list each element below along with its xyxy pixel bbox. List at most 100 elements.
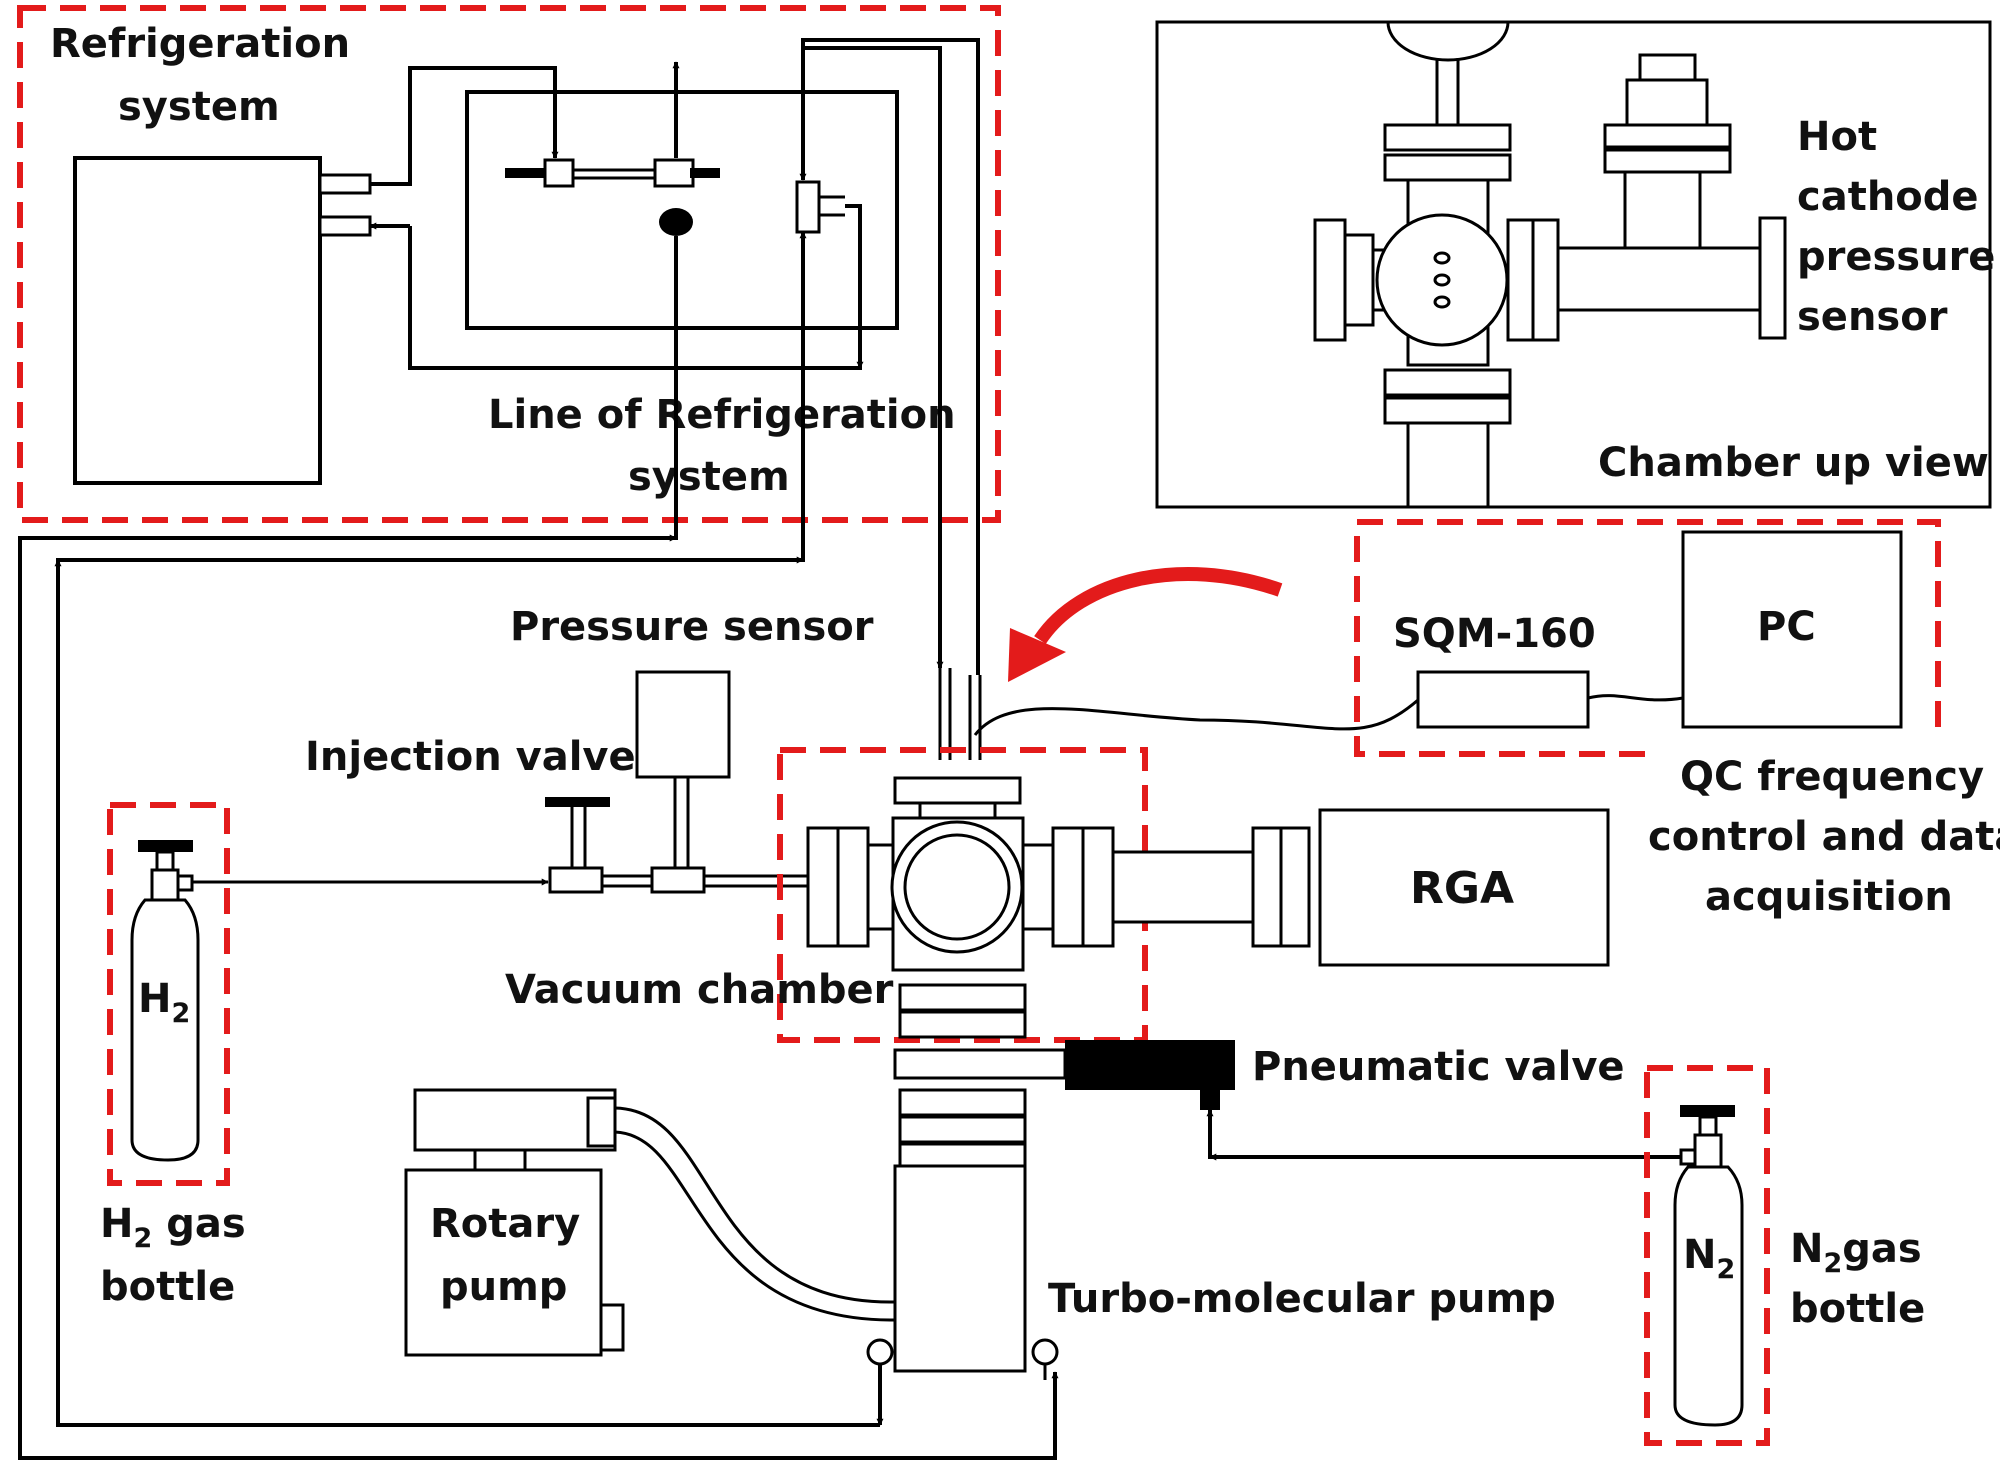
chamber-bottom-flange-1 [898, 983, 1027, 1012]
vacuum-chamber-group: RGA Vacuum chamber [505, 747, 1610, 1043]
rga-flange-2 [1279, 826, 1311, 948]
line-of-refrigeration-label-2: system [628, 454, 790, 500]
refrigeration-label-1: Refrigeration [50, 21, 350, 67]
chamber-left-flange-1 [806, 826, 840, 948]
inset-flange-top-1 [1383, 123, 1512, 152]
turbo-flange-3 [898, 1142, 1027, 1168]
manifold-valve-knob [659, 208, 693, 236]
inset-flange-right-1 [1506, 218, 1535, 342]
n2-valve-body [1693, 1133, 1723, 1169]
rga-box [1318, 808, 1610, 967]
turbo-cooling-port-left [866, 1338, 894, 1366]
qc-label-3: acquisition [1705, 874, 1953, 920]
sqm-cable [973, 698, 1419, 736]
qc-frequency-group: SQM-160 PC QC frequency control and data… [973, 519, 2000, 920]
chamber-viewport-inner [903, 833, 1011, 941]
refrigeration-group: Refrigeration system Line of Refrigerati… [17, 5, 1001, 523]
n2-bottle-mark: N2 [1683, 1232, 1735, 1285]
chamber-bottom-flange-2 [898, 1010, 1027, 1039]
foreline-inner [614, 1130, 896, 1322]
h2-gas-bottle-label-2: bottle [100, 1264, 235, 1310]
n2-bottle-group: N2 N2gas bottle [1644, 1065, 1925, 1446]
refrigeration-unit [73, 156, 322, 485]
h2-bottle-group: H2 H2 gas bottle [100, 802, 246, 1310]
h2-bottle-body [130, 898, 200, 1162]
inset-frame [1155, 20, 1992, 509]
pc-label: PC [1757, 604, 1816, 650]
manifold-valve-1 [543, 158, 575, 188]
line-of-refrigeration-label-1: Line of Refrigeration [488, 392, 956, 438]
n2-valve-handle [1680, 1105, 1735, 1117]
inset-flange-far-right [1758, 216, 1787, 340]
chamber-up-view-inset: Hot cathode pressure sensor Chamber up v… [1155, 20, 1995, 509]
pressure-sensor-label: Pressure sensor [510, 604, 874, 650]
sqm-160-box [1416, 670, 1590, 729]
turbo-pump-group: Turbo-molecular pump [866, 1088, 1556, 1380]
rga-label: RGA [1410, 863, 1514, 914]
inset-flange-bottom-1 [1383, 368, 1512, 397]
rotary-motor [413, 1088, 617, 1152]
h2-bottle-mark: H2 [138, 976, 190, 1029]
manifold-tee [795, 180, 821, 234]
chamber-right-flange-2 [1081, 826, 1115, 948]
h2-valve-body [150, 868, 180, 902]
sensor-flange-1 [1603, 123, 1732, 149]
hot-cathode-label-3: pressure [1797, 234, 1995, 280]
vacuum-chamber-label: Vacuum chamber [505, 967, 894, 1013]
refrigeration-dashed-frame [17, 5, 1001, 523]
chamber-right-flange-1 [1051, 826, 1085, 948]
inset-flange-bottom-2 [1383, 396, 1512, 425]
injection-valve-body [548, 866, 604, 894]
rotary-pump-group: Rotary pump [404, 1088, 896, 1357]
refrig-port-out [318, 173, 372, 195]
n2-gas-bottle-label-1: N2gas [1790, 1226, 1922, 1279]
gate-valve-plate [893, 1048, 1067, 1080]
hot-cathode-label-4: sensor [1797, 294, 1948, 340]
inset-flange-left [1313, 218, 1347, 342]
qc-dashed-frame [1354, 519, 1941, 757]
qc-label-1: QC frequency [1680, 754, 1984, 800]
pneumatic-valve-group: Pneumatic valve [893, 1040, 1680, 1159]
hot-cathode-label-1: Hot [1797, 114, 1877, 160]
n2-dashed-frame [1644, 1065, 1770, 1446]
n2-feed-line [1206, 1109, 1680, 1159]
rotary-pump-box [404, 1168, 603, 1357]
manifold-valve-2 [653, 158, 695, 188]
h2-gas-bottle-label-1: H2 gas [100, 1201, 246, 1254]
pneumatic-actuator [1065, 1040, 1235, 1090]
n2-gas-bottle-label-2: bottle [1790, 1286, 1925, 1332]
vacuum-chamber-dashed-frame [777, 747, 1148, 1043]
sqm-160-label: SQM-160 [1393, 611, 1596, 657]
pressure-sensor-tee [650, 866, 706, 894]
chamber-left-flange-2 [836, 826, 870, 948]
h2-valve-handle [138, 840, 193, 852]
cooling-loop [18, 231, 1059, 1460]
injection-valve-label: Injection valve [305, 734, 636, 780]
chamber-up-view-label: Chamber up view [1598, 440, 1989, 486]
n2-bottle-body [1673, 1165, 1744, 1427]
feedthrough-lines [801, 38, 982, 760]
sensor-head [1625, 78, 1709, 127]
turbo-cooling-port-right [1031, 1338, 1059, 1366]
h2-dashed-frame [107, 802, 230, 1186]
red-curved-arrow [1008, 567, 1283, 682]
turbo-pump-body [893, 1164, 1027, 1373]
gas-inlet-line: Pressure sensor Injection valve [190, 604, 874, 894]
rga-tube [1111, 850, 1255, 924]
turbo-flange-1 [898, 1088, 1027, 1117]
injection-valve-handle [545, 797, 610, 807]
inset-top-dome [1386, 20, 1510, 62]
rotary-pump-label-1: Rotary [430, 1201, 580, 1247]
chamber-top-flange [893, 776, 1022, 805]
pressure-sensor-box [635, 670, 731, 779]
pneumatic-valve-label: Pneumatic valve [1252, 1044, 1625, 1090]
sensor-flange-2 [1603, 148, 1732, 174]
turbo-flange-2 [898, 1115, 1027, 1144]
qc-label-2: control and data [1648, 814, 2000, 860]
turbo-pump-label: Turbo-molecular pump [1048, 1276, 1556, 1322]
refrigeration-label-2: system [118, 84, 280, 130]
refrig-port-in [318, 215, 372, 237]
rga-flange-1 [1251, 826, 1283, 948]
inset-flange-top-2 [1383, 153, 1512, 182]
